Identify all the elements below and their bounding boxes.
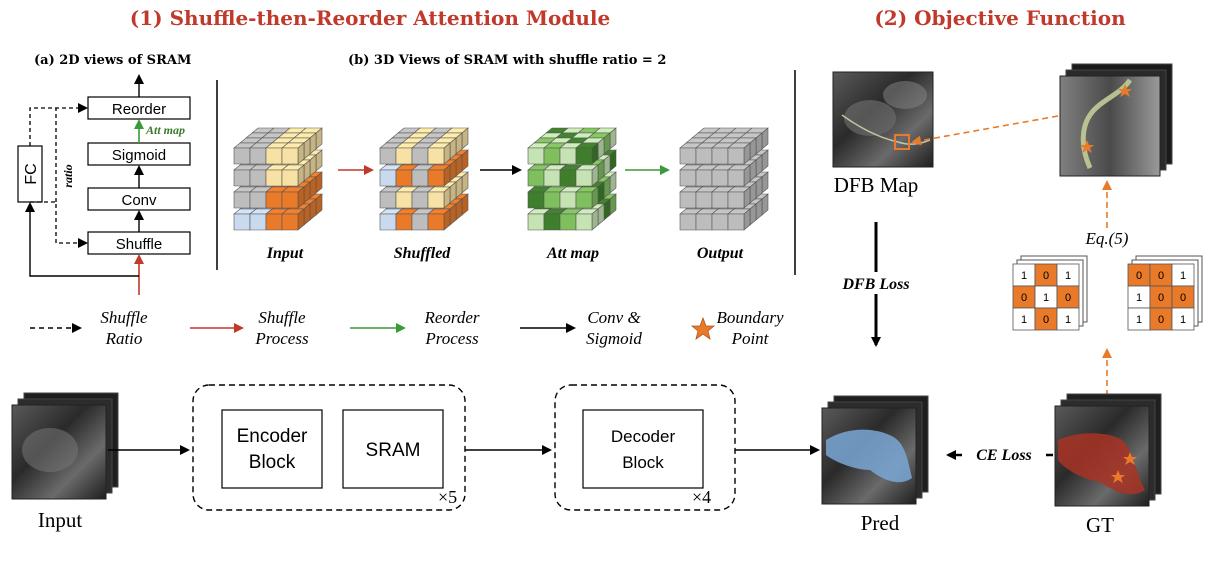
cube-label-output: Output [697,245,744,262]
dfb-zoom-stack [1059,63,1173,177]
pred-label: Pred [861,511,900,535]
panel-a-title: (a) 2D views of SRAM [34,53,191,68]
grid-cell: 0 [1021,292,1027,304]
decoder-group [554,384,736,511]
zoom-arrow [911,115,1059,146]
decoder-label-2: Block [622,453,664,472]
sigmoid-label: Sigmoid [112,147,166,164]
cube-label-input: Input [266,245,304,262]
grid-left: 1 0 1 0 1 0 1 0 1 [1012,255,1088,331]
cube-attmap [527,127,617,231]
dfb-map-image [832,71,934,168]
encoder-label-1: Encoder [237,426,308,447]
cube-shuffled [379,127,469,231]
grid-cell: 1 [1136,292,1142,304]
cube-output [679,127,769,231]
legend-shuffle-process-2: Process [254,329,309,348]
grid-cell: 1 [1021,270,1027,282]
grid-cell: 0 [1043,270,1049,282]
grid-right: 0 0 1 1 0 0 1 0 1 [1127,255,1203,331]
dfb-loss-bg [820,272,932,294]
grid-cell: 1 [1180,270,1186,282]
grid-cell: 0 [1136,270,1142,282]
panel-b-title: (b) 3D Views of SRAM with shuffle ratio … [348,53,666,68]
legend-boundary-1: Boundary [716,308,784,327]
grid-cell: 1 [1065,314,1071,326]
gt-image [1054,393,1162,507]
cube-label-attmap: Att map [546,245,599,262]
legend: Shuffle Ratio Shuffle Process Reorder Pr… [30,308,784,348]
decoder-block [582,409,704,489]
conv-label: Conv [121,192,157,209]
dfb-loss-label: DFB Loss [841,276,909,293]
panel-a-diagram: FC Reorder Sigmoid Conv Shuffle Att map … [17,74,191,295]
ratio-label: ratio [61,164,75,187]
sram-label: SRAM [366,440,421,461]
dfb-map-label: DFB Map [834,173,919,197]
grid-cell: 0 [1043,314,1049,326]
cube-input [233,127,323,231]
title-left: (1) Shuffle-then-Reorder Attention Modul… [130,6,610,30]
grid-cell: 0 [1158,292,1164,304]
encoder-block [221,409,323,489]
legend-shuffle-ratio-2: Ratio [105,329,143,348]
grid-cell: 1 [1180,314,1186,326]
grid-cell: 0 [1158,314,1164,326]
input-image [11,392,119,500]
reorder-label: Reorder [112,101,166,118]
legend-reorder-process-2: Process [424,329,479,348]
grid-cell: 1 [1136,314,1142,326]
star-icon [690,316,716,340]
legend-conv-sigmoid-1: Conv & [587,308,641,327]
encoder-group [192,384,466,511]
times5-label: ×5 [438,487,457,507]
ce-loss-label: CE Loss [976,447,1032,464]
gt-label: GT [1086,513,1114,537]
star-icon [1118,84,1132,97]
pred-image [821,395,929,505]
encoder-label-2: Block [249,452,296,473]
decoder-label-1: Decoder [611,427,676,446]
eq-label: Eq.(5) [1085,229,1129,248]
grid-cell: 0 [1065,292,1071,304]
grid-cell: 1 [1021,314,1027,326]
star-icon [1123,452,1137,465]
grid-cell: 1 [1065,270,1071,282]
legend-conv-sigmoid-2: Sigmoid [586,329,642,348]
legend-shuffle-ratio-1: Shuffle [100,308,148,327]
grid-cell: 1 [1043,292,1049,304]
panel-b-cubes [233,127,769,231]
input-label: Input [38,508,82,532]
legend-shuffle-process-1: Shuffle [258,308,306,327]
grid-cell: 0 [1158,270,1164,282]
sram-block [342,409,444,489]
legend-boundary-2: Point [731,329,770,348]
cube-label-shuffled: Shuffled [394,245,452,262]
fc-label: FC [23,163,40,184]
eq5-grids: 1 0 1 0 1 0 1 0 1 0 0 1 1 0 0 1 0 1 [1012,255,1203,331]
grid-cell: 0 [1180,292,1186,304]
shuffle-label: Shuffle [116,236,162,253]
att-map-label: Att map [145,123,185,137]
times4-label: ×4 [692,487,711,507]
star-icon [1080,140,1094,153]
legend-reorder-process-1: Reorder [423,308,479,327]
star-icon [1111,470,1125,483]
dfb-highlight-box [894,134,910,150]
title-right: (2) Objective Function [874,6,1126,30]
